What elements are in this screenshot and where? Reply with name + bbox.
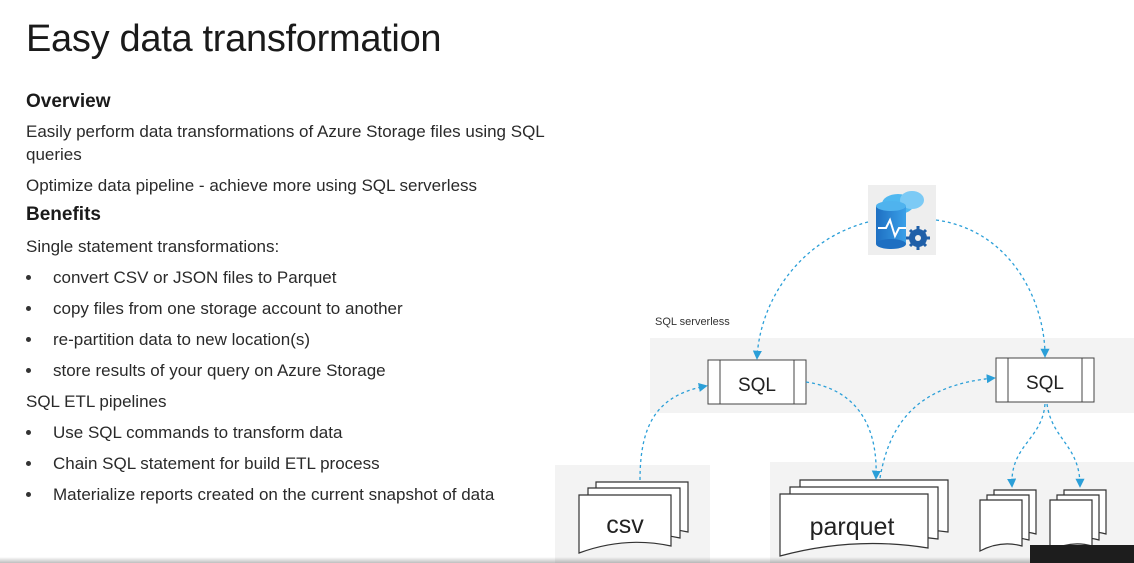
arrow-sql-to-parquet xyxy=(805,381,881,480)
list-item: Materialize reports created on the curre… xyxy=(26,479,586,510)
bullet-icon xyxy=(26,337,31,342)
list-item: Use SQL commands to transform data xyxy=(26,417,586,448)
parquet-file-stack xyxy=(779,479,949,557)
arrow-service-to-sql-left xyxy=(752,221,869,360)
list-item: store results of your query on Azure Sto… xyxy=(26,355,586,386)
bullet-icon xyxy=(26,306,31,311)
arrow-sql-to-output-1 xyxy=(1007,403,1046,488)
architecture-diagram: SQL serverless SQL SQL xyxy=(555,185,1134,563)
transformation-list: convert CSV or JSON files to Parquet cop… xyxy=(26,262,586,386)
sql-box-right: SQL xyxy=(995,357,1095,403)
sql-label: SQL xyxy=(738,375,776,396)
bullet-icon xyxy=(26,368,31,373)
overview-heading: Overview xyxy=(26,91,111,112)
bullet-icon xyxy=(26,430,31,435)
bullet-icon xyxy=(26,275,31,280)
arrow-service-to-sql-right xyxy=(935,219,1050,358)
parquet-label: parquet xyxy=(810,513,895,541)
list-item: Chain SQL statement for build ETL proces… xyxy=(26,448,586,479)
csv-file-stack xyxy=(578,481,689,554)
etl-heading: SQL ETL pipelines xyxy=(26,392,167,411)
overview-line-1: Easily perform data transformations of A… xyxy=(26,122,545,164)
list-item: convert CSV or JSON files to Parquet xyxy=(26,262,586,293)
arrow-parquet-to-sql-right xyxy=(879,374,996,479)
arrow-csv-to-sql xyxy=(639,382,708,481)
arrow-sql-to-output-2 xyxy=(1046,403,1085,488)
benefits-intro: Single statement transformations: xyxy=(26,237,280,256)
sql-box-left: SQL xyxy=(707,359,807,405)
slide-title: Easy data transformation xyxy=(26,18,442,60)
list-item: re-partition data to new location(s) xyxy=(26,324,586,355)
benefits-heading: Benefits xyxy=(26,204,101,225)
zone-label: SQL serverless xyxy=(655,316,730,328)
video-overlay-corner xyxy=(1030,545,1134,563)
etl-list: Use SQL commands to transform data Chain… xyxy=(26,417,586,510)
csv-label: csv xyxy=(606,511,644,539)
bullet-icon xyxy=(26,492,31,497)
azure-synapse-icon xyxy=(868,185,936,255)
output-file-stack-1 xyxy=(979,489,1037,552)
overview-line-2: Optimize data pipeline - achieve more us… xyxy=(26,176,478,195)
slide-body: Overview Easily perform data transformat… xyxy=(26,90,586,510)
list-item: copy files from one storage account to a… xyxy=(26,293,586,324)
bottom-shadow xyxy=(0,557,1134,563)
sql-label: SQL xyxy=(1026,373,1064,394)
bullet-icon xyxy=(26,461,31,466)
output-file-stack-2 xyxy=(1049,489,1107,552)
